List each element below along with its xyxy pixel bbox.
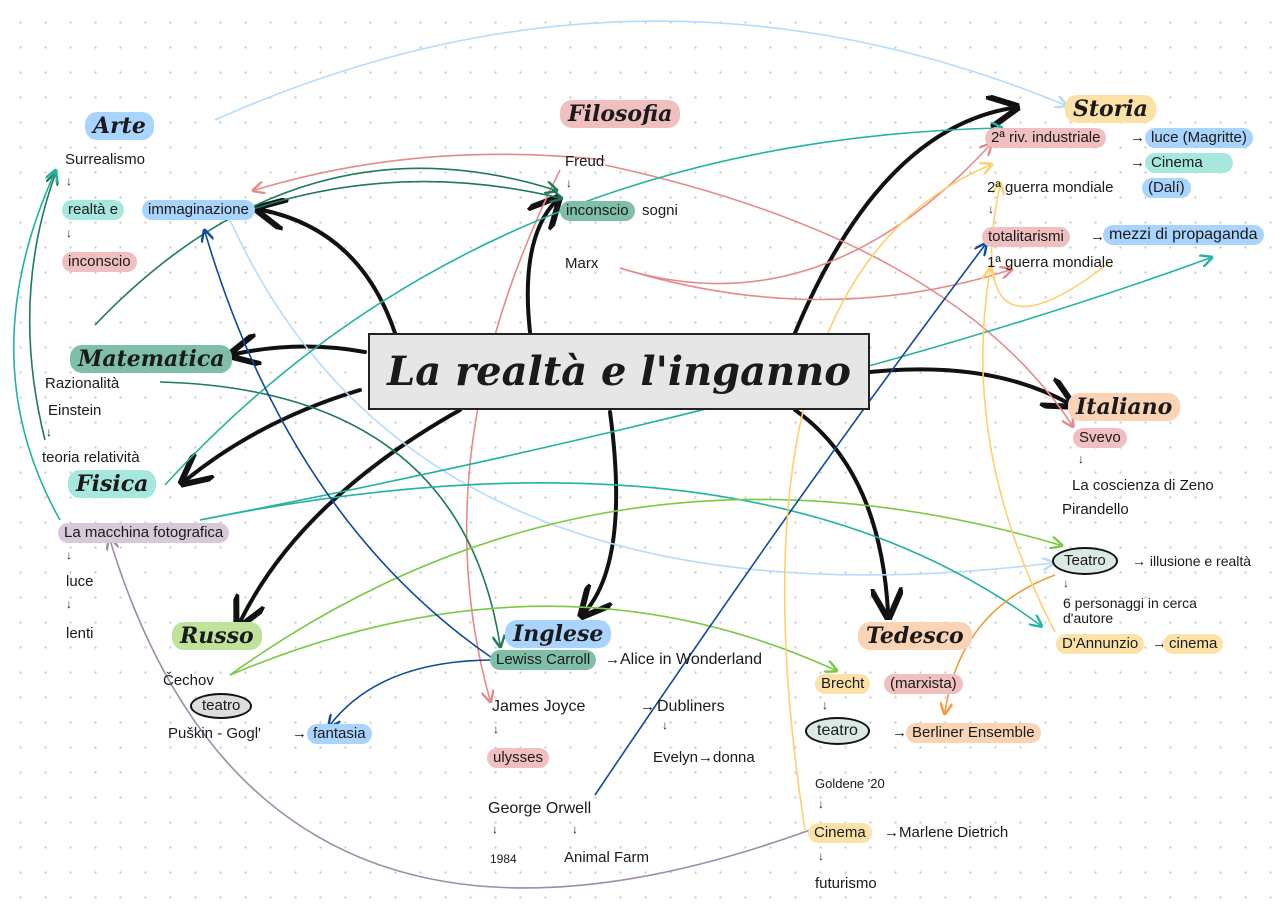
node-marlene-dietrich: Marlene Dietrich bbox=[899, 824, 1009, 841]
node-marx: Marx bbox=[565, 255, 599, 272]
arrow-down-icon: ↓ bbox=[66, 174, 72, 188]
node-teatro-italiano: Teatro bbox=[1052, 547, 1118, 575]
node-inconscio-arte: inconscio bbox=[62, 252, 137, 272]
node-macchina-fotografica: La macchina fotografica bbox=[58, 523, 230, 543]
node-freud: Freud bbox=[565, 153, 605, 170]
arrow-down-icon: ↓ bbox=[566, 176, 572, 190]
node-donna: donna bbox=[713, 749, 755, 766]
heading-filosofia: Filosofia bbox=[560, 100, 681, 128]
arrow-down-icon: ↓ bbox=[572, 822, 578, 836]
arrow-icon: → bbox=[1132, 553, 1150, 569]
node-einstein: Einstein bbox=[48, 402, 102, 419]
node-cechov: Čechov bbox=[163, 672, 214, 689]
arrow-icon: → bbox=[884, 824, 899, 841]
node-george-orwell: George Orwell bbox=[488, 800, 592, 817]
node-lewis-carroll: Lewiss Carroll bbox=[490, 650, 597, 670]
node-razionalita: Razionalità bbox=[45, 375, 120, 392]
node-lenti: lenti bbox=[66, 625, 94, 642]
heading-arte: Arte bbox=[85, 112, 154, 140]
node-luce-magritte: luce (Magritte) bbox=[1145, 128, 1253, 148]
arrow-down-icon: ↓ bbox=[818, 849, 824, 863]
arrow-down-icon: ↓ bbox=[822, 698, 828, 712]
node-fantasia: fantasia bbox=[307, 724, 372, 744]
node-surrealismo: Surrealismo bbox=[65, 151, 146, 168]
node-teatro-tedesco: teatro bbox=[805, 717, 870, 745]
node-totalitarismi: totalitarismi bbox=[982, 227, 1070, 247]
heading-italiano: Italiano bbox=[1068, 393, 1181, 421]
node-marxista: (marxista) bbox=[884, 674, 963, 694]
node-puskin-gogol: Puškin - Gogl' bbox=[168, 725, 261, 742]
arrow-down-icon: ↓ bbox=[1063, 576, 1069, 590]
node-alice-wonderland: Alice in Wonderland bbox=[620, 651, 763, 668]
heading-inglese: Inglese bbox=[505, 620, 612, 648]
arrow-icon: → bbox=[892, 724, 907, 741]
arrow-icon: → bbox=[605, 651, 620, 668]
node-riv-industriale: 2ª riv. industriale bbox=[985, 128, 1107, 148]
arrow-down-icon: ↓ bbox=[46, 425, 52, 439]
node-inconscio: inconscio bbox=[560, 201, 635, 221]
arrow-icon: → bbox=[1130, 154, 1145, 171]
node-coscienza-zeno: La coscienza di Zeno bbox=[1072, 477, 1214, 494]
node-evelyn: Evelyn bbox=[653, 749, 699, 766]
node-1-guerra: 1ª guerra mondiale bbox=[987, 254, 1114, 271]
node-realta: realtà e bbox=[62, 200, 125, 220]
node-immaginazione: immaginazione bbox=[142, 200, 255, 220]
arrow-down-icon: ↓ bbox=[818, 797, 824, 811]
arrow-down-icon: ↓ bbox=[988, 202, 994, 216]
node-dali: (Dalí) bbox=[1142, 178, 1191, 198]
arrow-icon: → bbox=[698, 749, 714, 766]
arrow-down-icon: ↓ bbox=[493, 722, 499, 736]
arrow-icon: → bbox=[1090, 228, 1105, 245]
main-branches bbox=[186, 108, 1068, 622]
node-1984: 1984 bbox=[490, 852, 517, 866]
node-cinema-tedesco: Cinema bbox=[808, 823, 872, 843]
node-brecht: Brecht bbox=[815, 674, 871, 694]
node-cinema-italiano: cinema bbox=[1163, 634, 1224, 654]
central-topic: La realtà e l'inganno bbox=[368, 333, 870, 410]
node-2-guerra: 2ª guerra mondiale bbox=[987, 179, 1114, 196]
arrow-down-icon: ↓ bbox=[66, 597, 72, 611]
node-dubliners: Dubliners bbox=[657, 698, 725, 715]
arrow-down-icon: ↓ bbox=[1078, 452, 1084, 466]
arrow-icon: → bbox=[292, 725, 307, 742]
node-evelyn-donna: Evelyn→donna bbox=[653, 748, 755, 768]
node-berliner-ensemble: Berliner Ensemble bbox=[906, 723, 1041, 743]
node-sogni: sogni bbox=[642, 202, 678, 219]
node-pirandello: Pirandello bbox=[1062, 501, 1129, 518]
node-goldene-20: Goldene '20 bbox=[815, 776, 885, 791]
arrow-down-icon: ↓ bbox=[66, 226, 72, 240]
arrow-down-icon: ↓ bbox=[492, 822, 498, 836]
node-cinema-storia: Cinema bbox=[1145, 153, 1233, 173]
heading-fisica: Fisica bbox=[68, 470, 157, 498]
node-dannunzio: D'Annunzio bbox=[1056, 634, 1145, 654]
arrow-down-icon: ↓ bbox=[66, 548, 72, 562]
node-teoria-relativita: teoria relatività bbox=[42, 449, 140, 466]
arrow-down-icon: ↓ bbox=[662, 718, 668, 732]
node-sei-personaggi: 6 personaggi in cerca d'autore bbox=[1063, 595, 1197, 626]
heading-tedesco: Tedesco bbox=[858, 622, 972, 650]
node-animal-farm: Animal Farm bbox=[564, 849, 650, 866]
node-james-joyce: James Joyce bbox=[492, 698, 586, 715]
node-illusione-realta-label: illusione e realtà bbox=[1149, 553, 1252, 569]
node-illusione-realta: → illusione e realtà bbox=[1132, 551, 1251, 571]
node-teatro-russo: teatro bbox=[190, 693, 253, 719]
node-mezzi-propaganda: mezzi di propaganda bbox=[1103, 225, 1264, 245]
arrow-icon: → bbox=[640, 698, 655, 715]
heading-russo: Russo bbox=[172, 622, 262, 650]
arrow-icon: → bbox=[1130, 129, 1145, 146]
heading-matematica: Matematica bbox=[70, 345, 233, 373]
node-svevo: Svevo bbox=[1073, 428, 1127, 448]
node-luce: luce bbox=[66, 573, 94, 590]
heading-storia: Storia bbox=[1065, 95, 1156, 123]
node-futurismo: futurismo bbox=[815, 875, 877, 892]
node-ulysses: ulysses bbox=[487, 748, 550, 768]
